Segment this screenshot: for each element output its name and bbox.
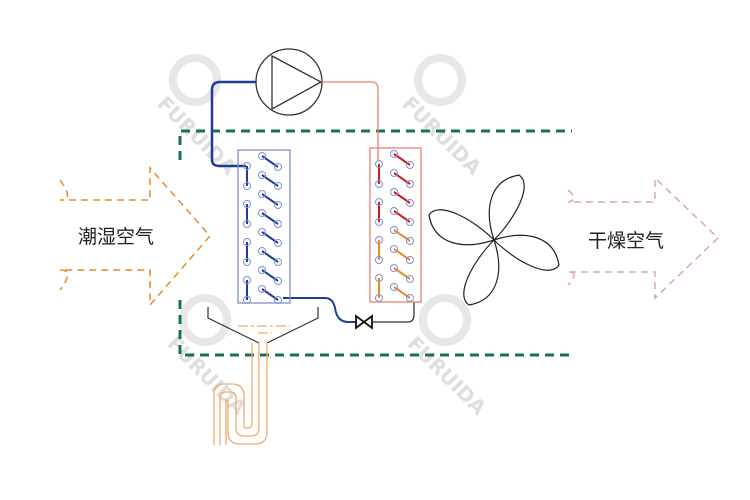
tube-end — [258, 247, 266, 255]
coil-tube — [393, 172, 411, 185]
coil-tube — [261, 212, 279, 225]
tube-end — [406, 180, 414, 188]
tube-end — [406, 199, 414, 207]
tube-end — [243, 276, 251, 284]
tube-end — [243, 162, 251, 170]
tube-end — [406, 237, 414, 245]
tube-end — [258, 285, 266, 293]
tube-end — [243, 200, 251, 208]
coil-tube — [393, 248, 411, 261]
compressor-icon — [255, 48, 323, 116]
tube-end — [258, 152, 266, 160]
tube-end — [274, 220, 282, 228]
tube-end — [258, 190, 266, 198]
tube-end — [375, 180, 383, 188]
drain-pan — [207, 307, 319, 344]
tube-end — [243, 182, 251, 190]
tube-end — [390, 226, 398, 234]
tube-end — [274, 296, 282, 304]
humid-air-arrow: 潮湿空气 — [59, 166, 211, 308]
expansion-valve-icon — [355, 314, 373, 330]
coil-tube — [261, 155, 279, 168]
dry-air-arrow: 干燥空气 — [567, 176, 720, 300]
tube-end — [375, 256, 383, 264]
tube-end — [406, 218, 414, 226]
liquid-line-cond — [372, 302, 415, 323]
suction-pipe — [210, 80, 256, 168]
condenser-coil — [369, 147, 422, 303]
tube-end — [243, 296, 251, 304]
tube-end — [258, 171, 266, 179]
coil-tube — [393, 267, 411, 280]
drain-pipe — [213, 343, 268, 445]
tube-end — [274, 258, 282, 266]
tube-end — [274, 239, 282, 247]
tube-end — [258, 209, 266, 217]
tube-end — [375, 274, 383, 282]
coil-tube — [393, 153, 411, 166]
tube-end — [406, 256, 414, 264]
tube-end — [258, 266, 266, 274]
discharge-pipe — [322, 81, 379, 160]
coil-tube — [261, 269, 279, 282]
tube-end — [375, 294, 383, 302]
coil-tube — [393, 286, 411, 299]
tube-end — [406, 161, 414, 169]
coil-tube — [393, 191, 411, 204]
humid-air-label: 潮湿空气 — [78, 226, 154, 248]
tube-end — [274, 163, 282, 171]
tube-end — [375, 236, 383, 244]
tube-end — [390, 188, 398, 196]
fan-icon — [428, 174, 560, 306]
tube-end — [243, 220, 251, 228]
coil-tube — [393, 229, 411, 242]
evaporator-coil — [237, 149, 291, 304]
tube-end — [390, 245, 398, 253]
tube-end — [243, 238, 251, 246]
watermark-logos: FURUIDA FURUIDA FURUIDA FURUIDA — [153, 54, 491, 420]
tube-end — [274, 201, 282, 209]
air-duct — [178, 129, 572, 357]
tube-end — [274, 277, 282, 285]
tube-end — [243, 258, 251, 266]
tube-end — [258, 228, 266, 236]
coil-tube — [261, 174, 279, 187]
tube-end — [406, 294, 414, 302]
tube-end — [390, 150, 398, 158]
coil-tube — [393, 210, 411, 223]
tube-end — [390, 207, 398, 215]
tube-end — [406, 275, 414, 283]
tube-end — [375, 218, 383, 226]
coil-tube — [261, 231, 279, 244]
liquid-line-evap — [283, 297, 356, 323]
coil-tube — [261, 288, 279, 301]
tube-end — [274, 182, 282, 190]
tube-end — [390, 169, 398, 177]
tube-end — [375, 198, 383, 206]
coil-tube — [261, 250, 279, 263]
tube-end — [390, 264, 398, 272]
dry-air-label: 干燥空气 — [588, 230, 664, 252]
tube-end — [390, 283, 398, 291]
coil-tube — [261, 193, 279, 206]
tube-end — [375, 160, 383, 168]
